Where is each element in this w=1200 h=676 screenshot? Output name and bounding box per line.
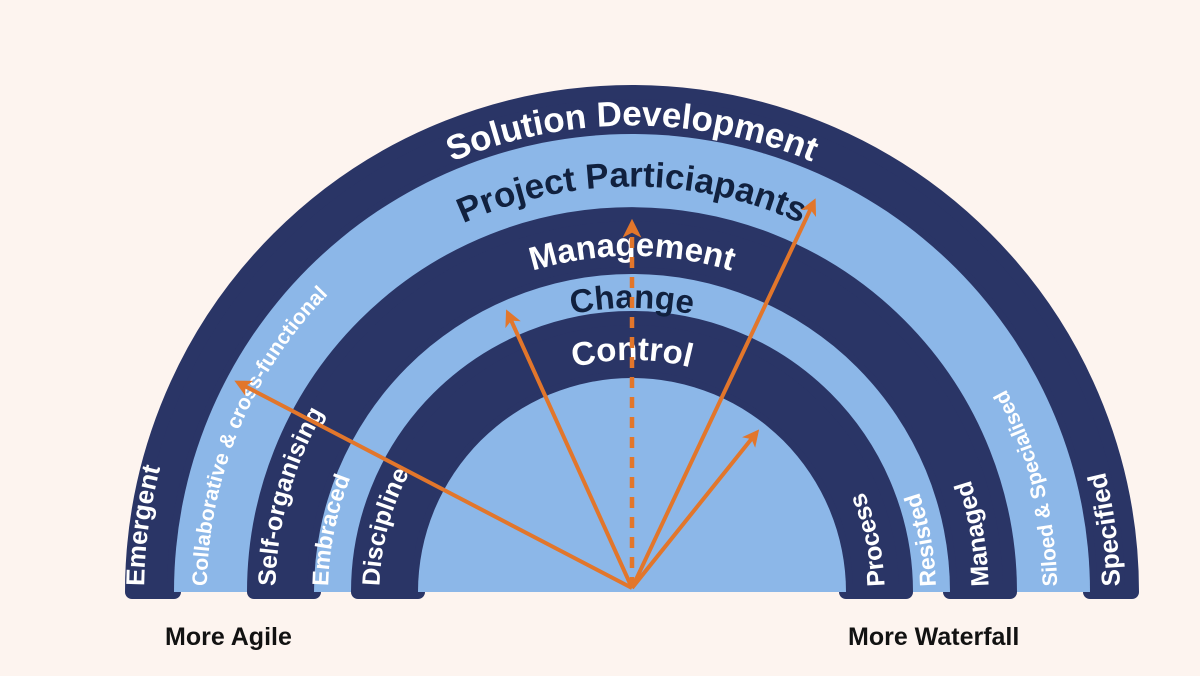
arrow-far-right	[630, 198, 817, 589]
arrow-inner-right	[630, 429, 760, 590]
axis-label-right: More Waterfall	[848, 623, 1019, 651]
axis-label-left: More Agile	[165, 623, 292, 651]
arrow-far-left	[234, 380, 633, 590]
arrow-inner-left	[505, 309, 634, 589]
transition-arrows	[234, 198, 817, 590]
